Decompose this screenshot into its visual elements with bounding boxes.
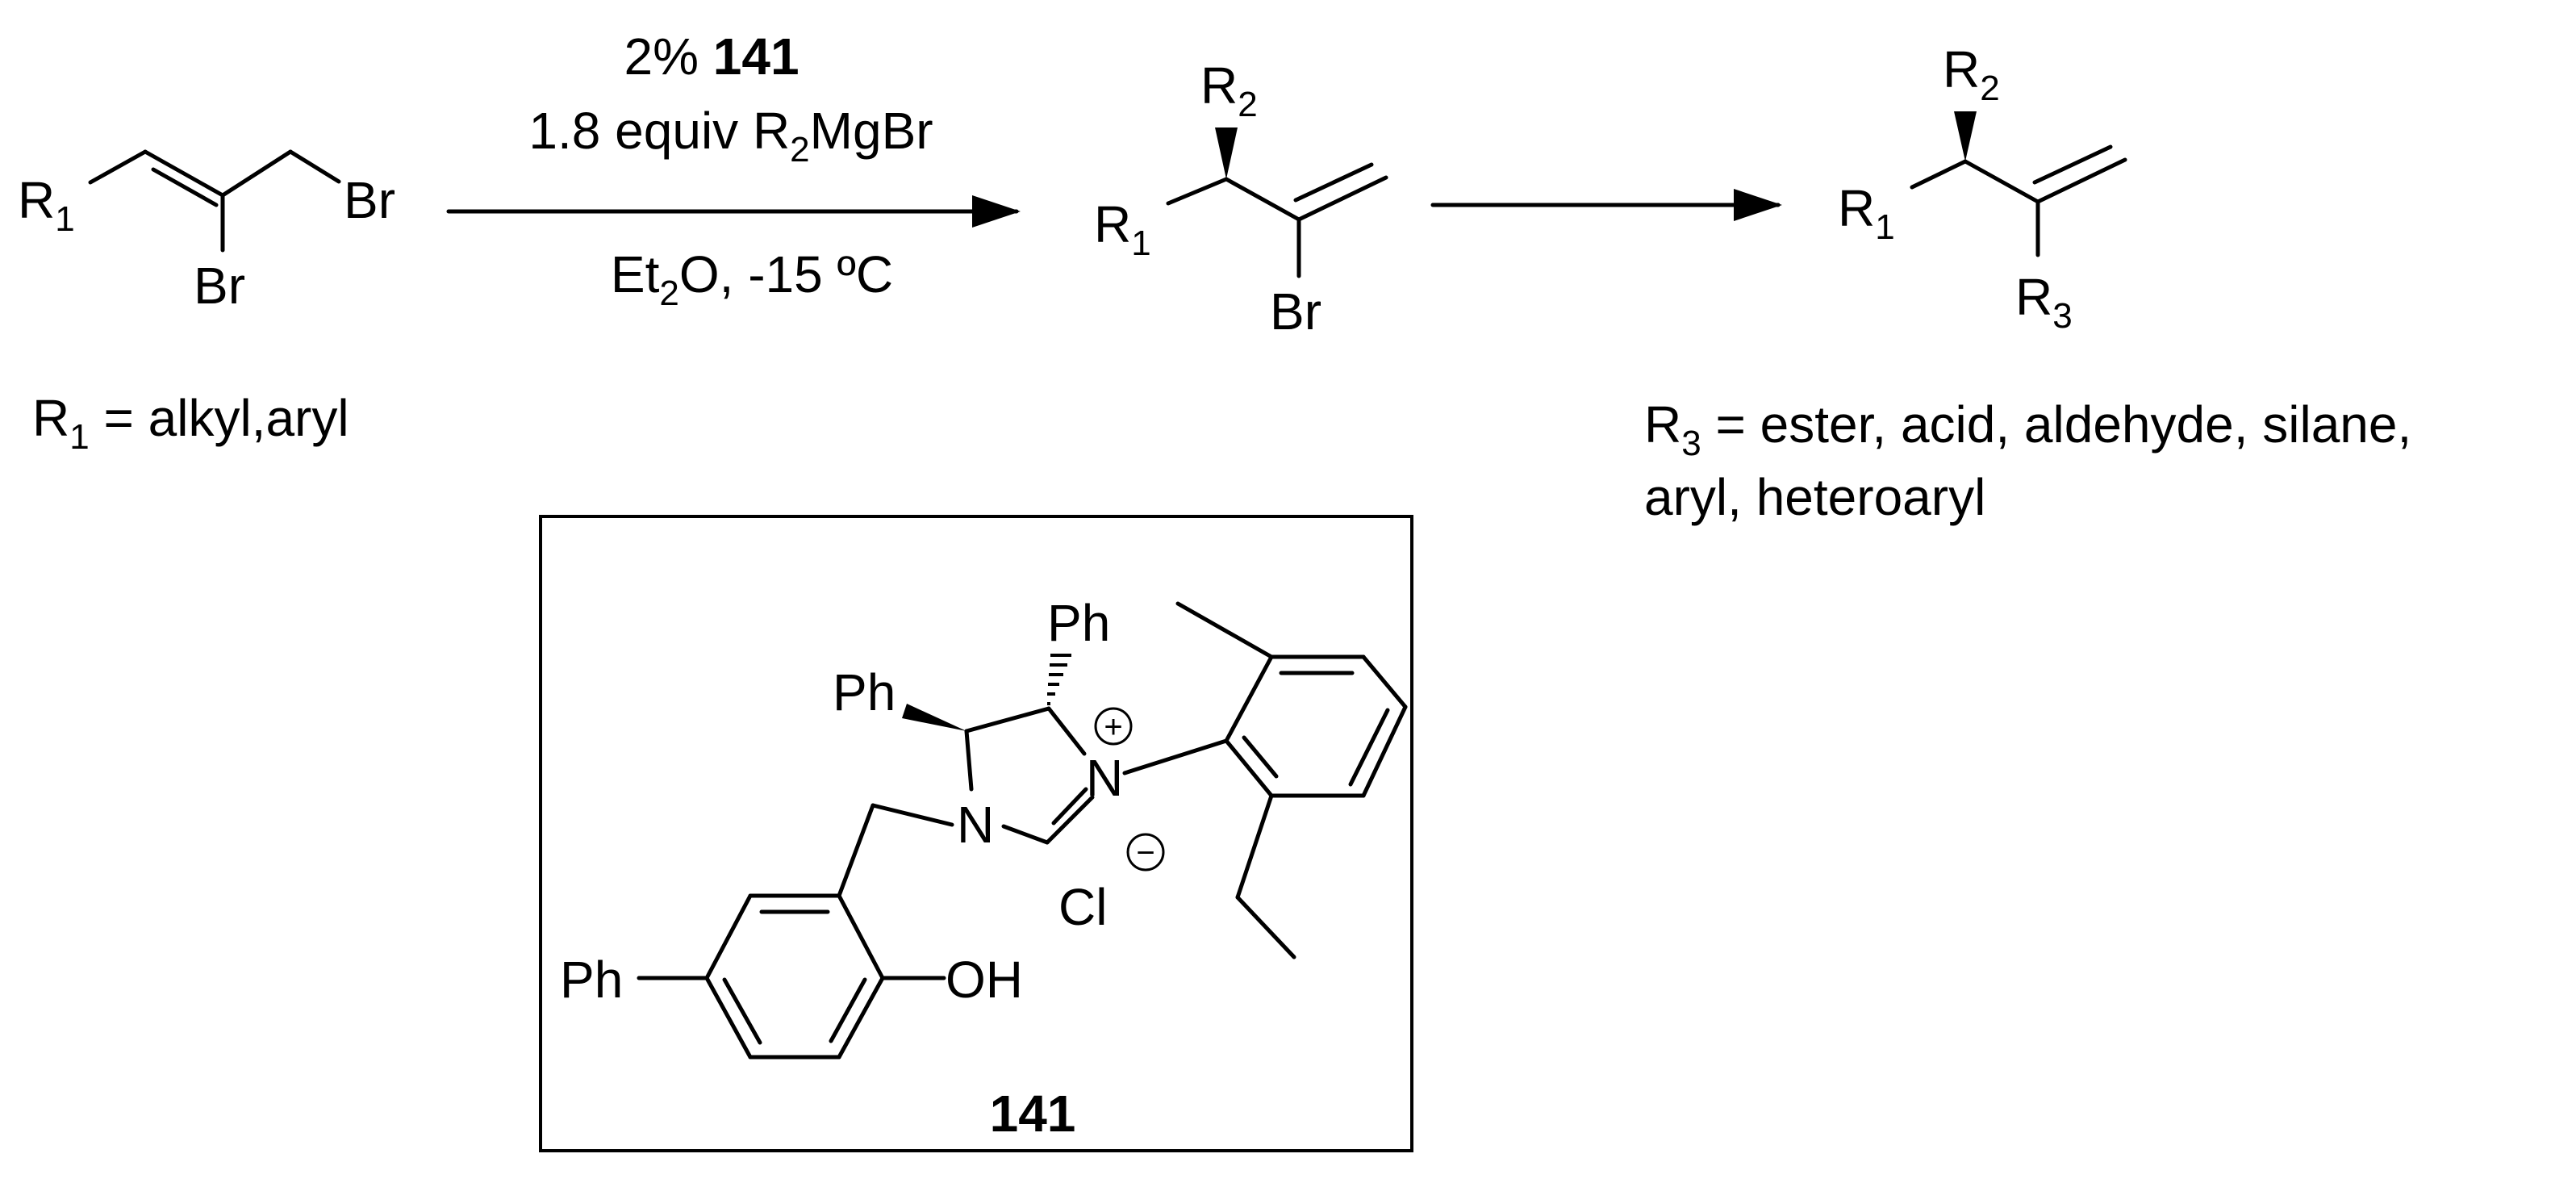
int-r1-label: R (1094, 195, 1131, 253)
cat-phenol-bond-5 (837, 976, 885, 1060)
catalyst-frame (539, 515, 1413, 1152)
cat-n-left: N (957, 796, 994, 854)
prod-r3-subscript: 3 (2052, 296, 2072, 336)
int-bond-r1-c (1166, 177, 1229, 206)
cat-phenol-bond-6 (837, 893, 885, 980)
cat-ring-c4-n1 (964, 729, 974, 792)
cat-ethyl-bond-1 (1235, 793, 1274, 900)
prod-r2-subscript: 2 (1980, 69, 1999, 108)
svg-text:R1: R1 (18, 171, 75, 239)
int-wedge-r2 (1215, 127, 1238, 179)
sm-r1-definition: R1 = alkyl,aryl (32, 389, 349, 457)
product: R1 R2 R3 R3 = ester, acid, aldehyde, sil… (1644, 40, 2411, 526)
svg-text:R2: R2 (1943, 40, 2000, 108)
cat-bond-ch2-ring (837, 803, 875, 898)
starting-material: R1 Br Br R1 = alkyl,aryl (18, 149, 395, 457)
cat-negative-charge-circle (1126, 833, 1165, 872)
solvent-temperature: Et2O, -15 ºC (611, 245, 893, 313)
cat-hashed-bond-ph-top (1047, 654, 1071, 705)
sm-vinyl-br: Br (194, 257, 245, 315)
prod-r3-definition-line-2: aryl, heteroaryl (1644, 468, 1985, 526)
cat-positive-charge-circle (1094, 707, 1133, 746)
cat-bond-n1-ch2 (870, 803, 954, 827)
prod-double-bond-inner (2032, 144, 2113, 185)
cat-aryl-bond-4-inner (1348, 708, 1390, 787)
cat-methyl-bond (1175, 601, 1274, 659)
int-r1-subscript: 1 (1131, 224, 1150, 263)
int-r2-subscript: 2 (1238, 85, 1257, 124)
reaction-arrow-1: 2% 141 1.8 equiv R2MgBr Et2O, -15 ºC (446, 27, 1021, 313)
svg-text:R3: R3 (2015, 268, 2073, 336)
sm-r1-label: R (18, 171, 55, 229)
cat-ring-c4-c5 (964, 706, 1051, 734)
svg-text:R1: R1 (1838, 179, 1895, 247)
int-double-bond-inner (1293, 162, 1374, 203)
cat-ph-top: Ph (1047, 594, 1110, 652)
sm-allyl-br: Br (344, 171, 395, 229)
cat-ph-biaryl: Ph (560, 951, 623, 1009)
cat-phenol-bond-3-inner (722, 977, 762, 1045)
svg-text:R2: R2 (1200, 56, 1258, 124)
cat-aryl-bond-6-inner (1242, 735, 1279, 779)
svg-text:R1: R1 (1094, 195, 1151, 263)
cat-positive-charge: + (1104, 709, 1122, 745)
cat-phenol-bond-3 (704, 976, 753, 1060)
prod-wedge-r2 (1954, 111, 1977, 161)
cat-bond-n3-aryl (1122, 738, 1229, 775)
cat-chloride: Cl (1058, 878, 1107, 936)
sm-bond-r1-c1 (88, 149, 148, 185)
sm-r1-subscript: 1 (55, 199, 74, 239)
int-bond-c-c2 (1224, 177, 1301, 222)
cat-oh: OH (946, 951, 1023, 1009)
prod-double-bond-outer (2035, 157, 2127, 204)
cat-ring-c5-n3 (1046, 706, 1087, 756)
sm-double-bond-inner (151, 167, 219, 207)
cat-ph-left: Ph (833, 663, 896, 721)
prod-bond-r1-c (1910, 159, 1968, 190)
catalyst-loading: 2% 141 (624, 27, 799, 86)
prod-r3-label: R (2015, 268, 2052, 326)
prod-r1-subscript: 1 (1875, 207, 1894, 247)
cat-negative-charge: − (1136, 835, 1154, 871)
catalyst-141-box: Ph Ph N + N Cl − (539, 515, 1413, 1152)
cat-aryl-bond-6 (1224, 738, 1274, 798)
cat-ring-c2-n3 (1045, 795, 1095, 845)
prod-r1-label: R (1838, 179, 1875, 237)
sm-bond-ch2-br (288, 149, 341, 184)
int-double-bond-outer (1296, 175, 1388, 222)
cat-aryl-bond-3 (1361, 654, 1408, 709)
catalyst-compound-number: 141 (990, 1085, 1076, 1143)
prod-r2-label: R (1943, 40, 1980, 98)
grignard-reagent: 1.8 equiv R2MgBr (528, 102, 933, 169)
cat-aryl-bond-4 (1361, 704, 1408, 798)
sm-double-bond-outer (143, 149, 225, 198)
prod-r3-definition-line-1: R3 = ester, acid, aldehyde, silane, (1644, 395, 2411, 463)
cat-phenol-bond-2 (704, 893, 753, 980)
cat-ring-n1-c2 (1001, 824, 1050, 845)
prod-bond-c-c2 (1963, 159, 2040, 204)
int-r2-label: R (1200, 56, 1238, 115)
cat-ring-c2-n3-double (1051, 787, 1088, 826)
cat-wedge-ph-left (902, 704, 967, 731)
cat-ethyl-bond-2 (1235, 895, 1296, 959)
sm-bond-c2-ch2 (220, 149, 293, 198)
cat-phenol-bond-5-inner (829, 977, 867, 1043)
int-br: Br (1270, 282, 1321, 341)
cat-aryl-bond-1 (1224, 654, 1274, 743)
cat-n-plus: N (1086, 749, 1123, 807)
intermediate: R1 R2 Br (1094, 56, 1388, 341)
